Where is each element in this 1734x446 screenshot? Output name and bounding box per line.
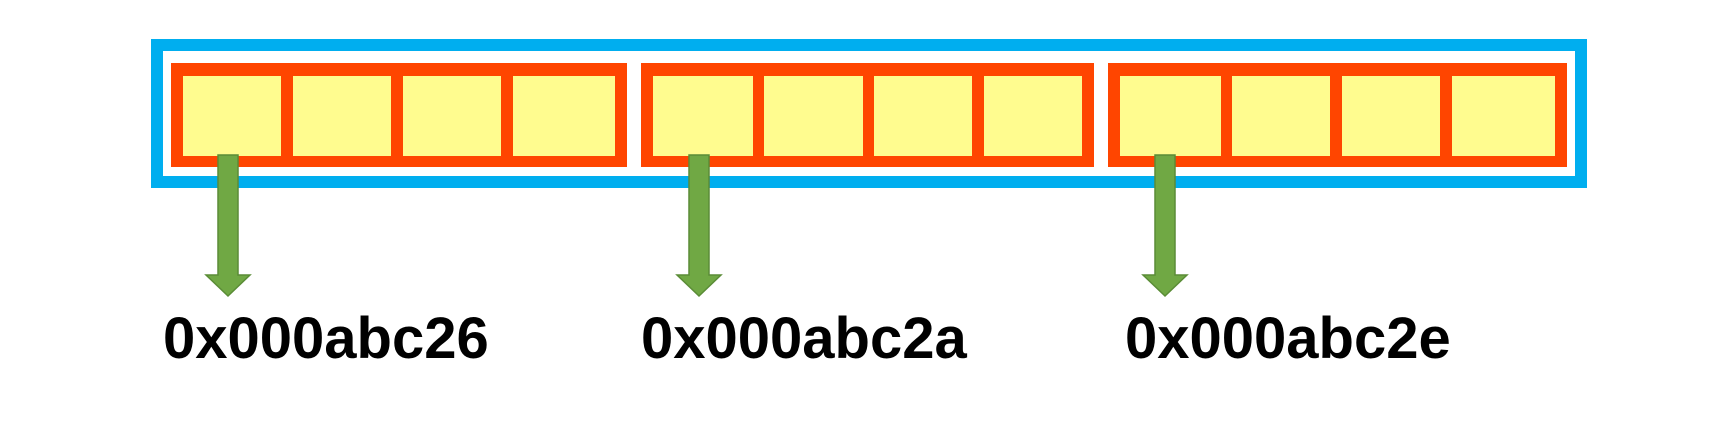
byte-cell xyxy=(183,76,281,156)
memory-word-3 xyxy=(1108,63,1567,167)
byte-cell xyxy=(984,76,1082,156)
byte-cell xyxy=(1342,76,1440,156)
byte-cell xyxy=(653,76,753,156)
pointer-arrow-1 xyxy=(204,154,252,298)
memory-word-1 xyxy=(171,63,627,167)
byte-cell xyxy=(513,76,615,156)
byte-cell xyxy=(1452,76,1555,156)
byte-cell xyxy=(1232,76,1330,156)
byte-cell xyxy=(293,76,391,156)
byte-cell xyxy=(403,76,501,156)
pointer-arrow-2 xyxy=(675,154,723,298)
byte-cell xyxy=(1120,76,1221,156)
address-label-2: 0x000abc2a xyxy=(641,306,967,371)
pointer-arrow-3 xyxy=(1141,154,1189,298)
byte-cell xyxy=(764,76,863,156)
address-label-3: 0x000abc2e xyxy=(1125,306,1451,371)
memory-word-2 xyxy=(641,63,1094,167)
address-label-1: 0x000abc26 xyxy=(163,306,489,371)
byte-cell xyxy=(874,76,972,156)
